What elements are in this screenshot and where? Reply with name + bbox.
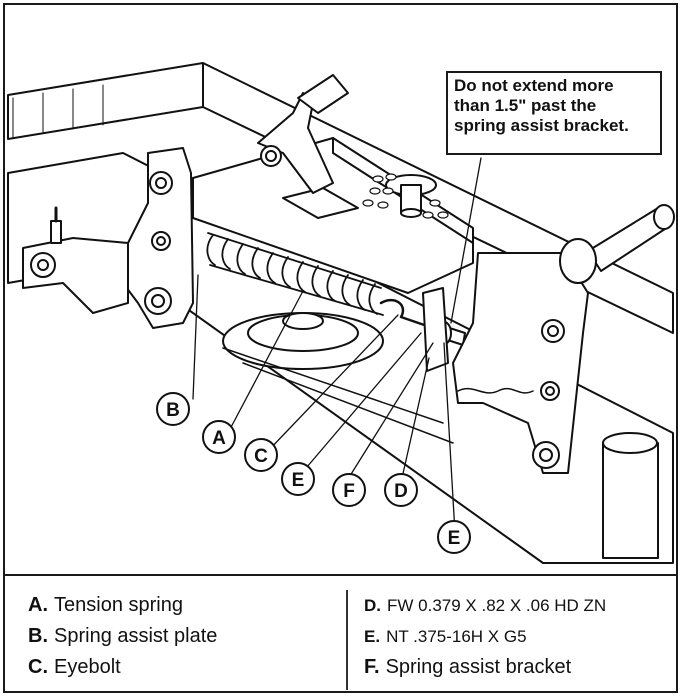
legend-item-a: A.Tension spring — [28, 594, 183, 616]
callout-letter-c: C — [254, 446, 268, 467]
callout-letter-e2: E — [448, 528, 461, 549]
eyebolt — [379, 298, 435, 330]
legend-right: D.FW 0.379 X .82 X .06 HD ZN E.NT .375-1… — [364, 590, 606, 683]
legend-divider — [3, 574, 678, 576]
legend-item-e: E.NT .375-16H X G5 — [364, 627, 527, 646]
callout-a — [202, 420, 236, 454]
legend-item-b: B.Spring assist plate — [28, 625, 218, 647]
callout-letter-b: B — [166, 400, 180, 421]
callout-letter-f: F — [343, 481, 355, 502]
callout-e1 — [281, 462, 315, 496]
legend-left: A.Tension spring B.Spring assist plate C… — [28, 590, 217, 683]
mechanism-illustration: B A C E F D E — [3, 3, 678, 577]
callout-circles — [156, 392, 471, 554]
callout-letter-e1: E — [292, 470, 305, 491]
legend-item-d: D.FW 0.379 X .82 X .06 HD ZN — [364, 596, 607, 615]
legend-item-f: F.Spring assist bracket — [364, 656, 572, 678]
legend-item-c: C.Eyebolt — [28, 656, 121, 678]
warning-note: Do not extend more than 1.5" past the sp… — [446, 71, 662, 155]
note-line-1: Do not extend more — [454, 76, 614, 95]
callout-f — [332, 473, 366, 507]
figure-frame — [3, 3, 678, 693]
leader-lines — [192, 157, 482, 534]
callout-e2 — [437, 520, 471, 554]
hole-pattern — [362, 173, 449, 219]
callout-b — [156, 392, 190, 426]
note-line-2: than 1.5" past the — [454, 96, 597, 115]
handle-lever — [257, 92, 334, 194]
legend-column-divider — [346, 590, 348, 690]
tension-spring — [206, 232, 384, 316]
note-line-3: spring assist bracket. — [454, 116, 629, 135]
callout-c — [244, 438, 278, 472]
callout-letter-d: D — [394, 481, 408, 502]
callout-d — [384, 473, 418, 507]
callout-letter-a: A — [212, 428, 226, 449]
